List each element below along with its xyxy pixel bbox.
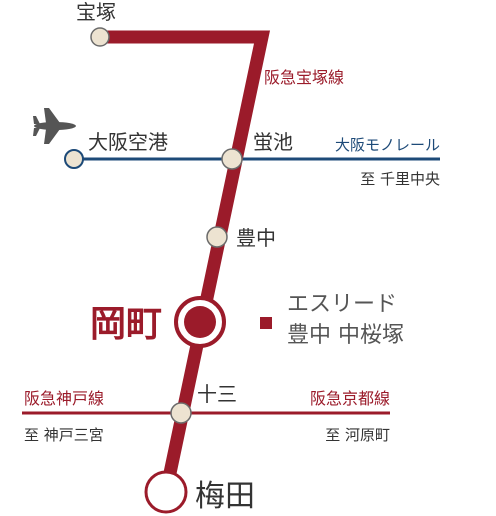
line-monorail-label: 大阪モノレール (335, 136, 440, 154)
station-juso-marker (170, 402, 192, 424)
station-toyonaka-label: 豊中 (236, 226, 276, 250)
line-kobe-label: 阪急神戸線 (24, 389, 104, 408)
station-hotarugaike-marker (221, 148, 243, 170)
station-hotarugaike-label: 蛍池 (253, 130, 293, 154)
station-okamachi-marker (174, 296, 226, 348)
station-airport-marker (64, 149, 84, 169)
station-takarazuka-marker (90, 27, 110, 47)
station-okamachi-label: 岡町 (90, 303, 162, 345)
station-umeda-marker (144, 470, 188, 514)
station-airport-label: 大阪空港 (88, 130, 168, 154)
station-juso-label: 十三 (197, 382, 237, 406)
square-marker-icon (260, 317, 272, 329)
property-name-line2: 豊中 中桜塚 (287, 323, 404, 348)
station-takarazuka-label: 宝塚 (76, 0, 116, 24)
destination-kobe-sannomiya-label: 至 神戸三宮 (24, 426, 104, 444)
line-takarazuka-label: 阪急宝塚線 (264, 68, 344, 87)
line-kyoto-label: 阪急京都線 (310, 389, 390, 408)
destination-senri-chuo-label: 至 千里中央 (360, 170, 440, 188)
station-toyonaka-marker (206, 226, 228, 248)
property-name-line1: エスリード (287, 292, 397, 317)
airplane-icon (33, 108, 76, 144)
station-umeda-label: 梅田 (195, 479, 255, 514)
destination-kawaramachi-label: 至 河原町 (325, 426, 390, 444)
